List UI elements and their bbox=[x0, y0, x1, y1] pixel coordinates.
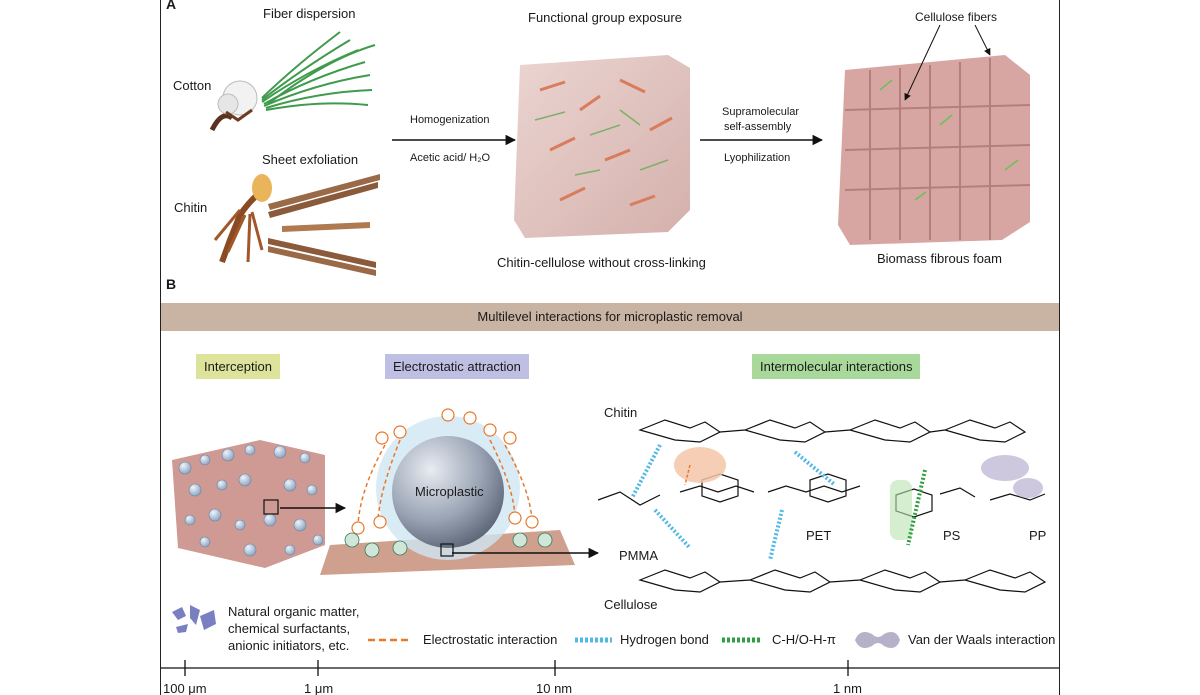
sheet-exfoliation-label: Sheet exfoliation bbox=[262, 152, 359, 167]
cellulose-pointer-1 bbox=[904, 24, 941, 101]
scale-label-100um: 100 μm bbox=[163, 681, 207, 695]
scale-label-1nm: 1 nm bbox=[833, 681, 862, 695]
self-assembly-label: self-assembly bbox=[724, 121, 792, 133]
cellulose-label: Cellulose bbox=[604, 597, 658, 612]
chitin-label-a: Chitin bbox=[174, 200, 208, 215]
nom-label-1: Natural organic matter, bbox=[228, 604, 360, 619]
biomass-foam-block bbox=[838, 55, 1031, 245]
homogenization-label: Homogenization bbox=[410, 114, 490, 126]
acetic-acid-label: Acetic acid/ H₂O bbox=[410, 152, 491, 164]
microplastic-label: Microplastic bbox=[415, 484, 484, 499]
legend-vdw-label: Van der Waals interaction bbox=[908, 632, 1056, 647]
pmma-label: PMMA bbox=[619, 548, 658, 563]
pp-label: PP bbox=[1029, 528, 1047, 543]
chitin-label-b: Chitin bbox=[604, 405, 638, 420]
cellulose-pointer-2 bbox=[974, 24, 991, 56]
ps-label: PS bbox=[943, 528, 961, 543]
cotton-illustration bbox=[209, 80, 258, 132]
fiber-bundle-illustration bbox=[261, 31, 376, 111]
figure-frame bbox=[160, 0, 1060, 695]
panel-a-label: A bbox=[166, 0, 177, 12]
chitin-cellulose-cube bbox=[514, 55, 690, 238]
legend-vdw-glyph bbox=[855, 632, 900, 648]
legend-chpi-label: C-H/O-H-π bbox=[772, 632, 836, 647]
nom-label-3: anionic initiators, etc. bbox=[228, 638, 350, 653]
chitin-sheets-illustration bbox=[268, 174, 380, 276]
panel-b-label: B bbox=[166, 276, 177, 292]
squid-illustration bbox=[213, 174, 272, 264]
fiber-dispersion-label: Fiber dispersion bbox=[263, 6, 356, 21]
scale-label-10nm: 10 nm bbox=[536, 681, 573, 695]
electrostatic-scene bbox=[320, 408, 575, 575]
polymer-structures bbox=[597, 473, 1046, 518]
interception-cube bbox=[172, 440, 325, 568]
legend-electrostatic-label: Electrostatic interaction bbox=[423, 632, 558, 647]
chitin-cellulose-label: Chitin-cellulose without cross-linking bbox=[497, 255, 706, 270]
cellulose-fibers-label: Cellulose fibers bbox=[915, 10, 998, 24]
interception-tag: Interception bbox=[196, 354, 280, 379]
lyophilization-label: Lyophilization bbox=[724, 152, 791, 164]
pet-label: PET bbox=[806, 528, 832, 543]
nom-glyph bbox=[172, 605, 216, 633]
interaction-highlights bbox=[630, 444, 1043, 561]
legend-hydrogen-label: Hydrogen bond bbox=[620, 632, 709, 647]
biomass-foam-label: Biomass fibrous foam bbox=[877, 251, 1002, 266]
functional-group-label: Functional group exposure bbox=[528, 10, 682, 25]
nom-label-2: chemical surfactants, bbox=[228, 621, 351, 636]
intermolecular-interactions-tag: Intermolecular interactions bbox=[752, 354, 921, 379]
electrostatic-attraction-tag: Electrostatic attraction bbox=[385, 354, 529, 379]
panel-b-banner: Multilevel interactions for microplastic… bbox=[161, 303, 1059, 331]
supramolecular-label: Supramolecular bbox=[722, 106, 800, 118]
chitin-chain bbox=[638, 419, 1027, 443]
cotton-label: Cotton bbox=[173, 78, 212, 93]
scale-label-1um: 1 μm bbox=[304, 681, 334, 695]
cellulose-chain bbox=[638, 569, 1047, 593]
